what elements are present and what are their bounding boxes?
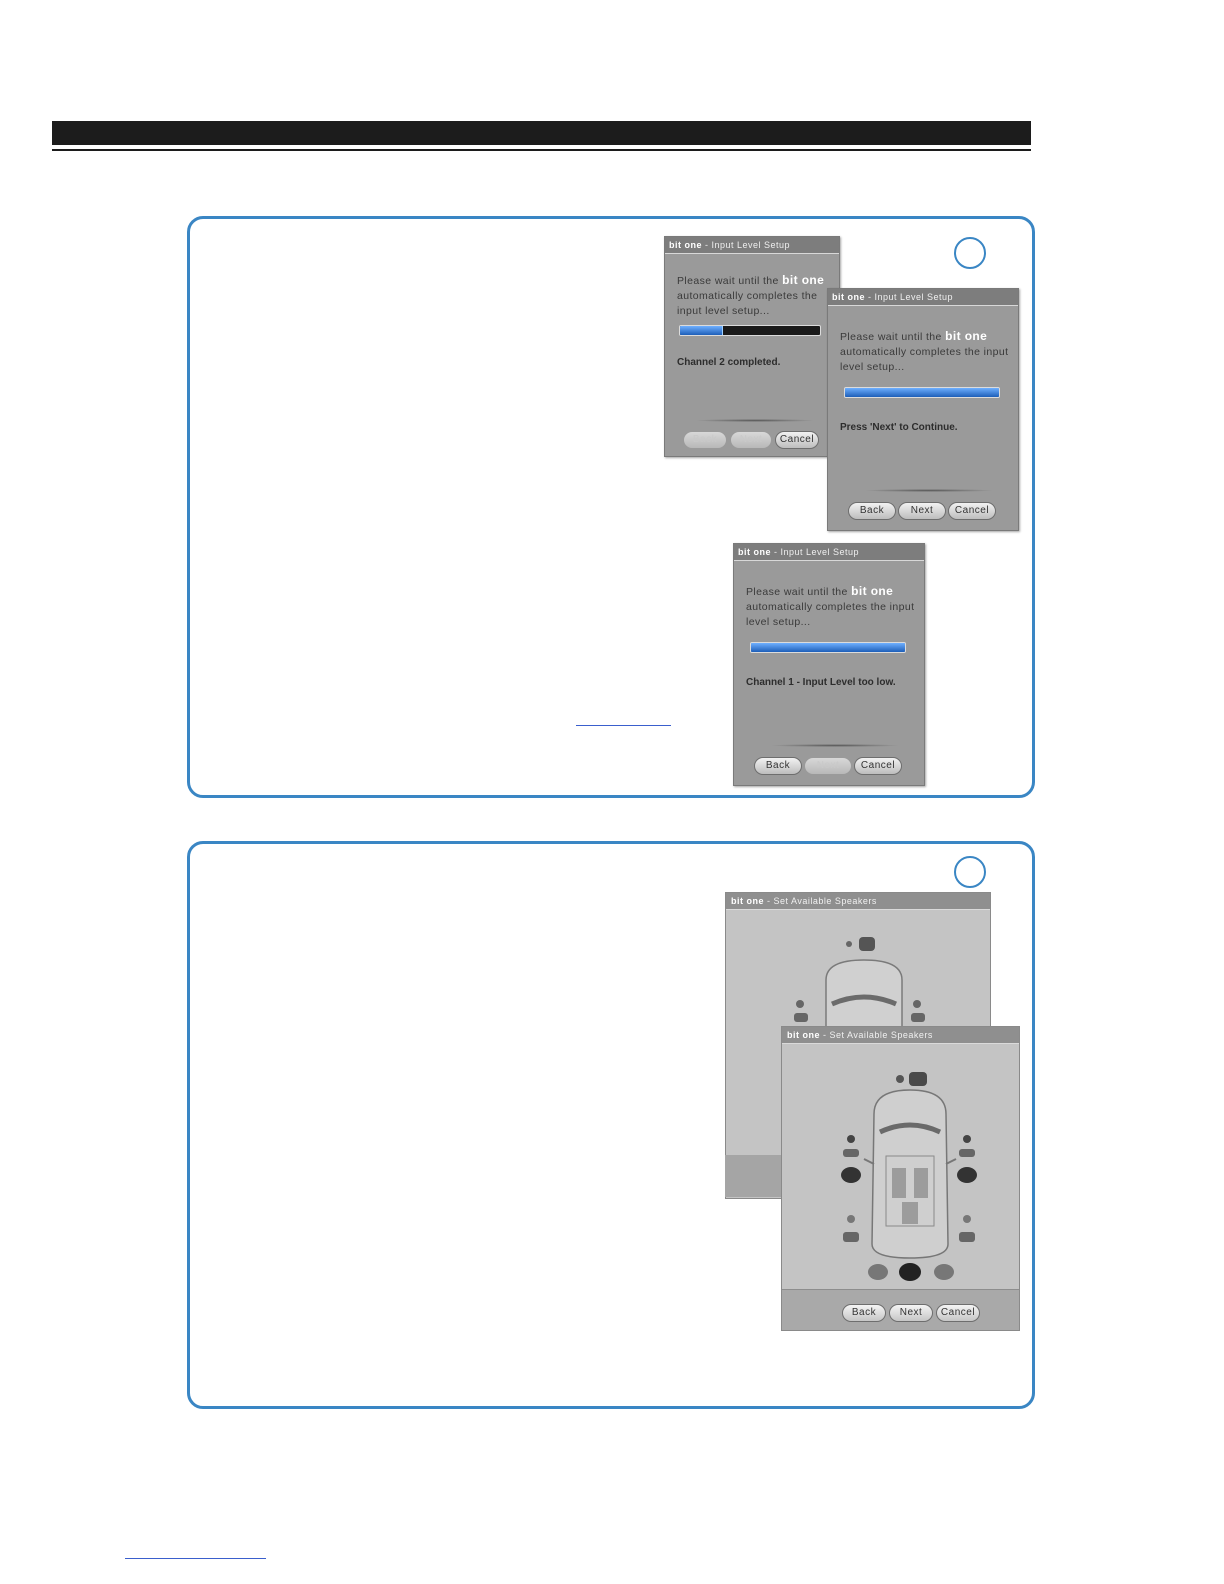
cancel-button[interactable]: Cancel [775, 431, 819, 449]
speaker-icon [959, 1149, 975, 1157]
input-level-dialog-1: bit one - Input Level Setup Please wait … [664, 236, 840, 457]
page-header-rule [52, 149, 1031, 151]
dialog-footer: Back Next Cancel [782, 1289, 1019, 1330]
speaker-icon [911, 1013, 925, 1022]
cancel-button[interactable]: Cancel [948, 502, 996, 520]
speaker-icon [957, 1167, 977, 1183]
subwoofer-icon [934, 1264, 954, 1280]
speaker-icon [794, 1013, 808, 1022]
speaker-icon [909, 1072, 927, 1086]
title-text: - Input Level Setup [771, 547, 860, 557]
speakers-dialog-2: bit one - Set Available Speakers Back [781, 1026, 1020, 1331]
tweeter-icon [963, 1215, 971, 1223]
title-brand: bit one [731, 896, 764, 906]
cancel-button[interactable]: Cancel [936, 1304, 980, 1322]
dialog-footer-fragment [725, 1155, 781, 1197]
page-header-bar [52, 121, 1031, 145]
title-text: - Input Level Setup [865, 292, 954, 302]
input-level-dialog-2: bit one - Input Level Setup Please wait … [827, 288, 1019, 531]
progress-bar [844, 387, 1000, 398]
status-text: Channel 2 completed. [677, 357, 781, 368]
speaker-icon [859, 937, 875, 951]
title-brand: bit one [832, 292, 865, 302]
divider-swoosh [695, 419, 815, 422]
dialog-titlebar: bit one - Set Available Speakers [782, 1027, 1019, 1044]
progress-fill [751, 643, 905, 652]
progress-bar [679, 325, 821, 336]
footer-link-underline [125, 1558, 266, 1559]
subwoofer-icon [899, 1263, 921, 1281]
next-button[interactable]: Next [730, 431, 772, 449]
dialog-message: Please wait until the bit one automatica… [677, 273, 825, 317]
next-button[interactable]: Next [804, 757, 852, 775]
divider-swoosh [770, 744, 900, 747]
title-text: - Set Available Speakers [820, 1030, 933, 1040]
speaker-icon [843, 1149, 859, 1157]
dialog-titlebar: bit one - Input Level Setup [734, 544, 924, 561]
speaker-icon [843, 1232, 859, 1242]
divider-swoosh [864, 489, 994, 492]
next-button[interactable]: Next [898, 502, 946, 520]
step-circle-icon [954, 237, 986, 269]
tweeter-icon [796, 1000, 804, 1008]
dialog-message: Please wait until the bit one automatica… [746, 584, 915, 628]
progress-fill [845, 388, 999, 397]
back-button[interactable]: Back [848, 502, 896, 520]
tweeter-icon [846, 941, 852, 947]
dialog-message: Please wait until the bit one automatica… [840, 329, 1009, 373]
title-brand: bit one [787, 1030, 820, 1040]
title-brand: bit one [738, 547, 771, 557]
link-underline [576, 725, 671, 726]
title-text: - Input Level Setup [702, 240, 791, 250]
car-top-view-icon [841, 1072, 977, 1281]
back-button[interactable]: Back [754, 757, 802, 775]
title-text: - Set Available Speakers [764, 896, 877, 906]
back-button[interactable]: Back [683, 431, 727, 449]
input-level-dialog-3: bit one - Input Level Setup Please wait … [733, 543, 925, 786]
speaker-icon [841, 1167, 861, 1183]
tweeter-icon [896, 1075, 904, 1083]
dialog-titlebar: bit one - Set Available Speakers [726, 893, 990, 910]
tweeter-icon [847, 1215, 855, 1223]
dialog-titlebar: bit one - Input Level Setup [665, 237, 839, 254]
status-text: Press 'Next' to Continue. [840, 422, 958, 433]
progress-bar [750, 642, 906, 653]
status-text: Channel 1 - Input Level too low. [746, 677, 896, 688]
subwoofer-icon [868, 1264, 888, 1280]
tweeter-icon [847, 1135, 855, 1143]
dialog-titlebar: bit one - Input Level Setup [828, 289, 1018, 306]
tweeter-icon [913, 1000, 921, 1008]
speaker-icon [959, 1232, 975, 1242]
next-button[interactable]: Next [889, 1304, 933, 1322]
cancel-button[interactable]: Cancel [854, 757, 902, 775]
back-button[interactable]: Back [842, 1304, 886, 1322]
progress-fill [680, 326, 723, 335]
step-circle-icon [954, 856, 986, 888]
title-brand: bit one [669, 240, 702, 250]
tweeter-icon [963, 1135, 971, 1143]
